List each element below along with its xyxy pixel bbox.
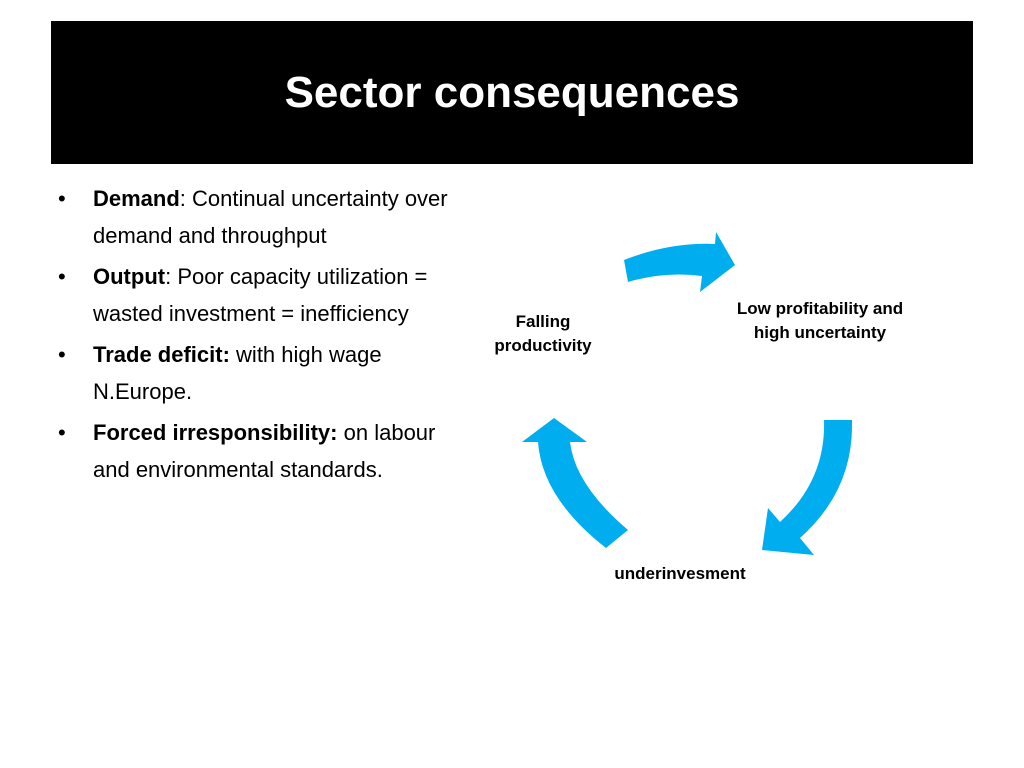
cycle-arrow-right-icon (762, 420, 853, 555)
bullet-separator: : (179, 186, 193, 211)
bullet-marker: • (58, 264, 66, 289)
slide-title: Sector consequences (284, 67, 740, 117)
bullet-term: Demand (93, 186, 180, 211)
bullet-list: • Demand: Continual uncertainty over dema… (58, 180, 448, 492)
bullet-term: Trade deficit: (93, 342, 230, 367)
bullet-marker: • (58, 420, 66, 445)
bullet-text: Continual uncertainty over demand and th… (93, 186, 448, 248)
node-underinvestment: underinvesment (614, 564, 746, 583)
bullet-term: Output (93, 264, 166, 289)
cycle-arrows (522, 232, 853, 555)
title-bar: Sector consequences (51, 21, 973, 164)
node-low-profitability: Low profitability and high uncertainty (736, 299, 904, 342)
cycle-diagram: Low profitability and high uncertainty u… (460, 210, 940, 610)
bullet-text: on labour and environmental standards. (93, 420, 436, 482)
bullet-trade-deficit: • Trade deficit: with high wage N.Europe. (58, 336, 448, 410)
bullet-output: • Output: Poor capacity utilization = was… (58, 258, 448, 332)
bullet-text: Poor capacity utilization = wasted inves… (93, 264, 428, 326)
bullet-text: with high wage N.Europe. (93, 342, 382, 404)
bullet-term: Forced irresponsibility: (93, 420, 338, 445)
cycle-arrow-left-icon (522, 418, 628, 548)
bullet-marker: • (58, 186, 66, 211)
cycle-arrow-top-icon (624, 232, 735, 292)
node-falling-productivity: Falling productivity (494, 312, 592, 355)
bullet-separator: : (165, 264, 178, 289)
bullet-marker: • (58, 342, 66, 367)
bullet-demand: • Demand: Continual uncertainty over dema… (58, 180, 448, 254)
bullet-forced-irresponsibility: • Forced irresponsibility: on labour and … (58, 414, 448, 488)
